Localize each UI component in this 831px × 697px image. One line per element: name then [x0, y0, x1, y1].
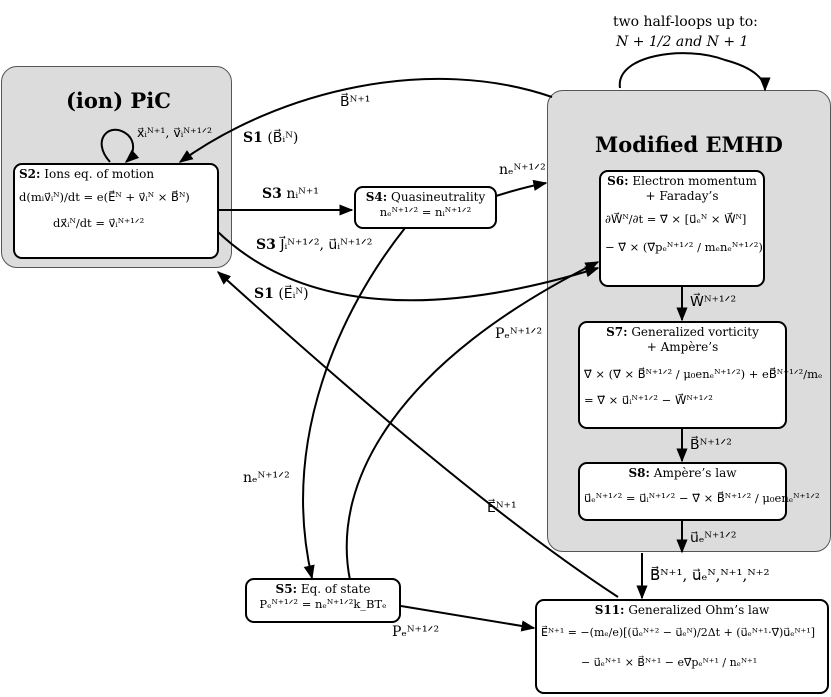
- s5-tag: S5:: [275, 582, 297, 596]
- s7-title: Generalized vorticity: [631, 325, 759, 339]
- s11-eq-1: E⃗ᴺ⁺¹ = −(mₑ/e)[(u⃗ₑᴺ⁺² − u⃗ₑᴺ)/2Δt + (u…: [541, 626, 816, 639]
- s2-eq-momentum: d(mᵢv⃗ᵢᴺ)/dt = e(E⃗ᴺ + v⃗ᵢᴺ × B⃗ᴺ): [19, 190, 190, 204]
- s2-eq-position: dx⃗ᵢᴺ/dt = v⃗ᵢᴺ⁺¹ᐟ²: [53, 216, 145, 231]
- s4-eq: nₑᴺ⁺¹ᐟ² = nᵢᴺ⁺¹ᐟ²: [379, 205, 472, 219]
- s6-eq-2: − ∇⃗ × (∇⃗pₑᴺ⁺¹ᐟ² / mₑnₑᴺ⁺¹ᐟ²): [605, 240, 763, 255]
- s11-tag: S11:: [594, 603, 625, 617]
- s7-eq-2: = ∇⃗ × u⃗ᵢᴺ⁺¹ᐟ² − W⃗ᴺ⁺¹ᐟ²: [584, 393, 713, 408]
- s6-title2: + Faraday’s: [645, 189, 719, 203]
- s7-title2: + Ampère’s: [646, 340, 719, 354]
- s11-generalized-ohms-law-box: S11: Generalized Ohm’s law E⃗ᴺ⁺¹ = −(mₑ/…: [535, 599, 829, 694]
- s5-title: Eq. of state: [300, 582, 371, 596]
- s2-to-s6-arrow: [217, 231, 600, 302]
- s6-eq-1: ∂W⃗ᴺ/∂t = ∇⃗ × [u⃗ₑᴺ × W⃗ᴺ]: [605, 212, 747, 226]
- label-s1-e-tag: S1: [254, 286, 274, 302]
- label-s1-b-tag: S1: [243, 130, 263, 146]
- label-b-n1-top: B⃗ᴺ⁺¹: [340, 94, 371, 110]
- label-s1-e-sym: (E⃗ᵢᴺ): [278, 286, 309, 302]
- s8-ampere-law-box: S8: Ampère’s law u⃗ₑᴺ⁺¹ᐟ² = u⃗ᵢᴺ⁺¹ᐟ² − ∇…: [578, 462, 820, 521]
- label-ne-to-s5: nₑᴺ⁺¹ᐟ²: [243, 470, 290, 486]
- label-pe-to-s11: Pₑᴺ⁺¹ᐟ²: [392, 624, 440, 640]
- label-s1-b-sym: (B⃗ᵢᴺ): [267, 130, 299, 146]
- s4-to-emhd-arrow: [495, 179, 548, 197]
- s4-to-s5-arrow: [302, 227, 406, 580]
- s11-eq-2: − u⃗ₑᴺ⁺¹ × B⃗ᴺ⁺¹ − e∇⃗pₑᴺ⁺¹ / nₑᴺ⁺¹: [581, 655, 758, 669]
- label-s3-j: S3 J⃗ᵢᴺ⁺¹ᐟ², u⃗ᵢᴺ⁺¹ᐟ²: [256, 237, 372, 253]
- s4-quasineutrality-box: S4: Quasineutrality nₑᴺ⁺¹ᐟ² = nᵢᴺ⁺¹ᐟ²: [354, 186, 497, 229]
- s8-eq: u⃗ₑᴺ⁺¹ᐟ² = u⃗ᵢᴺ⁺¹ᐟ² − ∇⃗ × B⃗ᴺ⁺¹ᐟ² / μ₀e…: [584, 491, 820, 505]
- b-n1-to-s2-arrow: [178, 77, 553, 163]
- label-s3-n: S3 nᵢᴺ⁺¹: [262, 186, 319, 202]
- s5-to-s6-arrow: [345, 261, 600, 581]
- label-s1-b: S1 (B⃗ᵢᴺ): [243, 130, 298, 146]
- s7-tag: S7:: [606, 325, 628, 339]
- s8-tag: S8:: [628, 466, 650, 480]
- label-s3-n-tag: S3: [262, 186, 282, 202]
- label-b-ue-out: B⃗ᴺ⁺¹, u⃗ₑᴺ,ᴺ⁺¹,ᴺ⁺²: [650, 566, 770, 584]
- e-n1-to-s2-arrow: [216, 271, 619, 598]
- label-s3-j-tag: S3: [256, 237, 276, 253]
- s2-ions-eq-motion-box: S2: Ions eq. of motion d(mᵢv⃗ᵢᴺ)/dt = e(…: [13, 163, 219, 259]
- label-s3-j-sym: J⃗ᵢᴺ⁺¹ᐟ², u⃗ᵢᴺ⁺¹ᐟ²: [280, 237, 373, 253]
- s5-eq: Pₑᴺ⁺¹ᐟ² = nₑᴺ⁺¹ᐟ²k_BTₑ: [259, 597, 387, 611]
- label-self-loop: x⃗ᵢᴺ⁺¹, v⃗ᵢᴺ⁺¹ᐟ²: [137, 125, 213, 140]
- label-ue-n12: u⃗ₑᴺ⁺¹ᐟ²: [690, 530, 737, 546]
- s8-title: Ampère’s law: [653, 466, 737, 480]
- s6-tag: S6:: [607, 174, 629, 188]
- s7-generalized-vorticity-box: S7: Generalized vorticity + Ampère’s ∇⃗ …: [578, 321, 823, 429]
- emhd-half-loop-arrow: [618, 52, 771, 92]
- pic-region-title: (ion) PiC: [66, 88, 171, 113]
- s5-eq-of-state-box: S5: Eq. of state Pₑᴺ⁺¹ᐟ² = nₑᴺ⁺¹ᐟ²k_BTₑ: [245, 578, 401, 623]
- label-s1-e: S1 (E⃗ᵢᴺ): [254, 286, 309, 302]
- label-pe-to-s6: Pₑᴺ⁺¹ᐟ²: [495, 326, 543, 342]
- top-note-line2: N + 1/2 and N + 1: [616, 34, 749, 50]
- s2-title: Ions eq. of motion: [44, 167, 155, 181]
- s7-eq-1: ∇⃗ × (∇⃗ × B⃗ᴺ⁺¹ᐟ² / μ₀enₑᴺ⁺¹ᐟ²) + eB⃗ᴺ⁺…: [584, 367, 823, 381]
- label-s3-n-sym: nᵢᴺ⁺¹: [286, 186, 319, 202]
- s2-self-loop-arrow: [100, 128, 140, 163]
- label-b-n12: B⃗ᴺ⁺¹ᐟ²: [690, 437, 732, 453]
- label-e-n1: E⃗ᴺ⁺¹: [487, 500, 517, 516]
- s6-electron-momentum-box: S6: Electron momentum + Faraday’s ∂W⃗ᴺ/∂…: [599, 170, 765, 287]
- label-w-n12: W⃗ᴺ⁺¹ᐟ²: [690, 294, 737, 310]
- s5-to-s11-arrow: [400, 605, 536, 632]
- label-ne-s4-out: nₑᴺ⁺¹ᐟ²: [499, 162, 546, 178]
- emhd-region-title: Modified EMHD: [595, 132, 783, 157]
- s11-title: Generalized Ohm’s law: [628, 603, 770, 617]
- s4-tag: S4:: [365, 190, 388, 204]
- s6-title: Electron momentum: [632, 174, 757, 188]
- s4-title: Quasineutrality: [391, 190, 486, 204]
- s2-tag: S2:: [19, 167, 41, 181]
- top-note-line1: two half-loops up to:: [613, 14, 758, 30]
